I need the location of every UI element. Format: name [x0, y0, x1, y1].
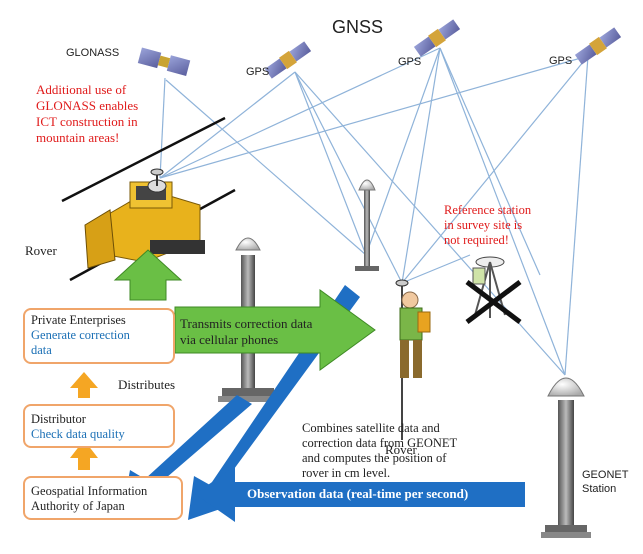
diagram-title: GNSS: [332, 17, 384, 37]
geonet-label-line: Station: [582, 483, 617, 495]
observation-data-arrow: [195, 466, 525, 522]
satellite-label-gps-1: GPS: [246, 66, 270, 78]
orange-up-arrow-1: [70, 372, 98, 398]
satellite-label-gps-2: GPS: [398, 56, 422, 68]
green-up-arrow: [113, 249, 183, 301]
glonass-note-line: ICT construction in: [36, 114, 138, 129]
combine-note-line: and computes the position of: [302, 451, 447, 465]
reference-note-line: not required!: [444, 233, 509, 247]
distributes-label: Distributes: [118, 377, 176, 392]
reference-pole-small: [355, 179, 379, 271]
gsi-title-line: Geospatial Information: [31, 484, 148, 498]
satellite-glonass: [137, 47, 191, 76]
green-right-arrow: [174, 289, 376, 371]
combine-note-line: correction data from GEONET: [302, 436, 458, 450]
private-enterprises-sub: data: [31, 343, 52, 357]
transmit-arrow-line: Transmits correction data: [180, 316, 313, 331]
satellite-gps-2: [413, 19, 461, 57]
glonass-note-line: GLONASS enables: [36, 98, 139, 113]
orange-up-arrow-2: [70, 440, 98, 470]
satellite-label-glonass: GLONASS: [66, 47, 120, 59]
transmit-arrow-text: Transmits correction data via cellular p…: [180, 316, 312, 348]
reference-note: Reference station in survey site is not …: [444, 203, 531, 248]
distributor-title: Distributor: [31, 412, 86, 426]
gsi-title-line: Authority of Japan: [31, 499, 125, 513]
slope-line-upper: [61, 116, 226, 203]
distributor-box: Distributor Check data quality: [23, 404, 175, 448]
reference-note-line: Reference station: [444, 203, 532, 217]
geonet-label-line: GEONET: [582, 469, 629, 481]
geonet-station: [541, 377, 591, 538]
reference-note-line: in survey site is: [444, 218, 523, 232]
satellite-label-gps-3: GPS: [549, 55, 573, 67]
private-enterprises-title: Private Enterprises: [31, 313, 126, 327]
satellite-signal-lines: [159, 47, 589, 376]
satellite-gps-1: [264, 41, 312, 79]
distributor-sub: Check data quality: [31, 427, 125, 441]
combine-note-line: rover in cm level.: [302, 466, 391, 480]
rover-label-center: Rover: [385, 442, 417, 457]
satellite-gps-3: [574, 27, 622, 65]
glonass-note-line: mountain areas!: [36, 130, 120, 145]
combine-note: Combines satellite data and correction d…: [302, 421, 457, 481]
geonet-label: GEONET Station: [582, 468, 628, 496]
gsi-box: Geospatial Information Authority of Japa…: [23, 476, 183, 520]
bulldozer-icon: [84, 168, 205, 269]
glonass-note-line: Additional use of: [36, 82, 127, 97]
rover-person-icon: [395, 279, 431, 440]
reference-tripod-crossed: [465, 256, 522, 324]
transmit-arrow-line: via cellular phones: [180, 332, 279, 347]
private-enterprises-sub: Generate correction: [31, 328, 130, 342]
rover-label-left: Rover: [25, 243, 57, 258]
combine-note-line: Combines satellite data and: [302, 421, 440, 435]
private-enterprises-box: Private Enterprises Generate correction …: [23, 308, 175, 364]
observation-arrow-text: Observation data (real-time per second): [247, 486, 469, 501]
glonass-note: Additional use of GLONASS enables ICT co…: [36, 82, 138, 146]
